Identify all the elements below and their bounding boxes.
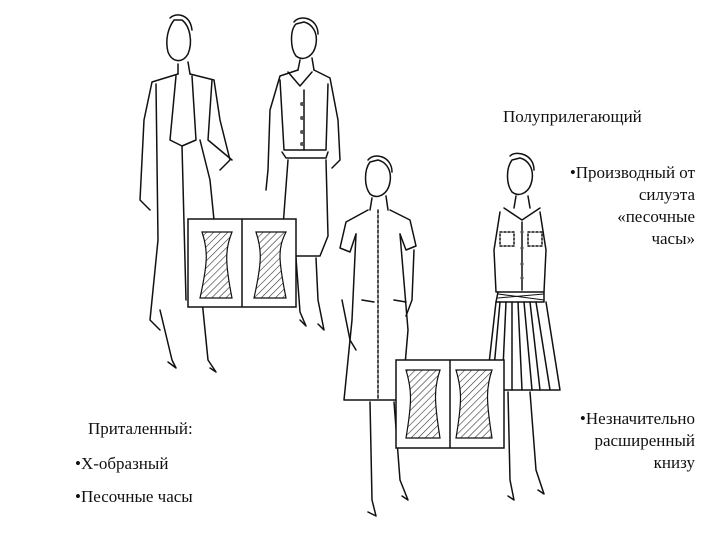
hourglass-shape (455, 369, 493, 439)
flared-line: книзу (653, 453, 695, 472)
fitted-heading: Приталенный: (88, 419, 193, 438)
hourglass-shape (405, 369, 441, 439)
hourglass-item: •Песочные часы (75, 487, 193, 506)
figure-straight-dress (339, 155, 417, 517)
silhouette-box-right (395, 359, 505, 449)
flared-line: •Незначительно (579, 409, 695, 428)
silhouette-box-left (187, 218, 297, 308)
hourglass-shape (253, 231, 287, 299)
figure-coat (139, 14, 233, 373)
semi-fitted-heading: Полуприлегающий (503, 107, 642, 126)
derived-line: часы» (651, 229, 695, 248)
derived-line: силуэта (638, 185, 695, 204)
x-shaped-item: •Х-образный (75, 454, 169, 473)
derived-line: •Производный от (569, 163, 695, 182)
figure-pleated-dress (485, 152, 561, 501)
flared-note: •Незначительно расширенный книзу (580, 408, 695, 474)
hourglass-shape (199, 231, 233, 299)
derived-line: «песочные (617, 207, 695, 226)
derived-silhouette-note: •Производный от силуэта «песочные часы» (570, 162, 695, 250)
flared-line: расширенный (594, 431, 695, 450)
